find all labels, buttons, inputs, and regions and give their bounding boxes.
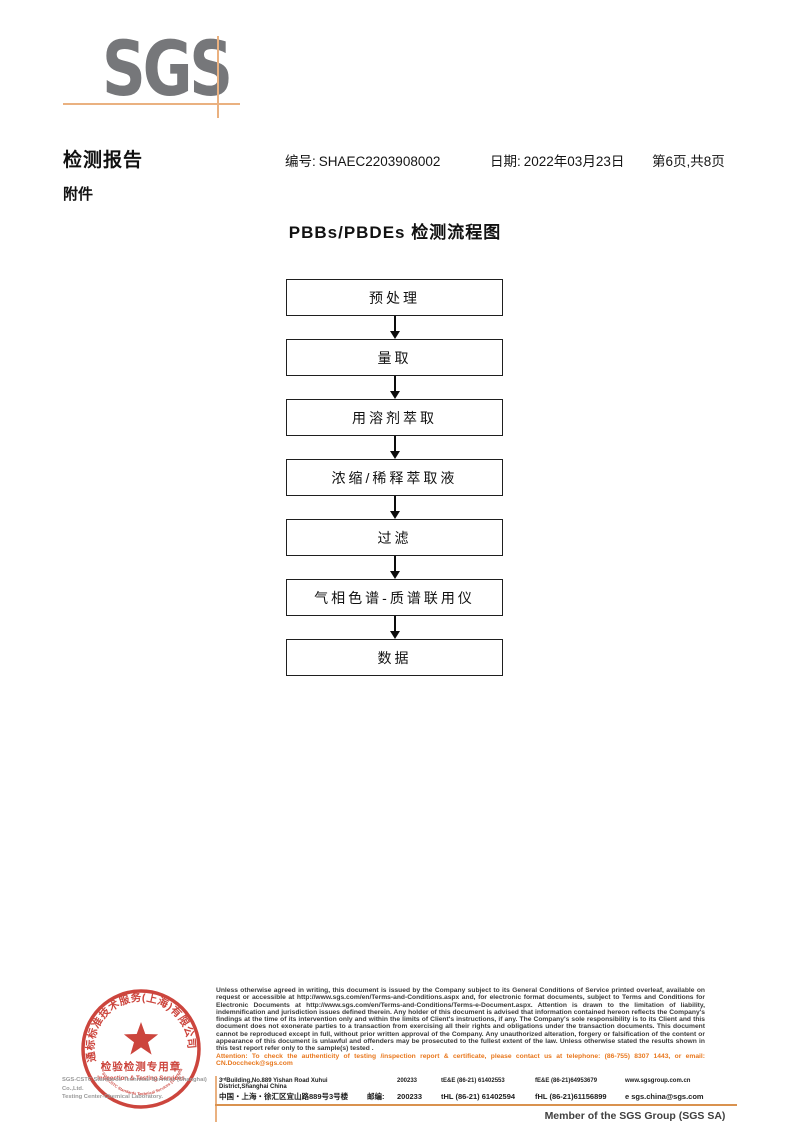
company-name-line2: Testing Center-Chemical Laboratory. (62, 1094, 163, 1100)
logo-horizontal-line (63, 103, 240, 105)
postcode-en: 200233 (397, 1078, 418, 1084)
company-name-block: SGS-CSTC Standards Technical Services (S… (62, 1076, 222, 1102)
footer-horizontal-line (215, 1104, 737, 1106)
flow-arrow-down-icon (286, 556, 503, 579)
flow-step-box: 预处理 (286, 279, 503, 316)
flow-arrow-down-icon (286, 316, 503, 339)
report-number-label: 编号: (285, 154, 316, 169)
address-cn: 中国・上海・徐汇区宜山路889号3号楼 (219, 1092, 349, 1101)
report-date: 日期:2022年03月23日 (490, 150, 624, 170)
fax-en: fE&E (86-21)64953679 (535, 1078, 598, 1084)
postcode-cn: 200233 (397, 1092, 423, 1101)
postcode-label: 邮编: (367, 1092, 385, 1101)
email: e sgs.china@sgs.com (625, 1092, 704, 1101)
flow-step-box: 量取 (286, 339, 503, 376)
address-row-en: 3ʳᵈBuilding,No.889 Yishan Road Xuhui Dis… (219, 1078, 719, 1091)
flow-arrow-down-icon (286, 616, 503, 639)
phone-en: tE&E (86-21) 61402553 (441, 1078, 505, 1084)
attention-text: Attention: To check the authenticity of … (216, 1052, 705, 1067)
inspection-stamp-icon: 通标标准技术服务(上海)有限公司 SGS-CSTC Standards Tech… (76, 984, 201, 1109)
flow-arrow-down-icon (286, 436, 503, 459)
flowchart-title: PBBs/PBDEs 检测流程图 (288, 223, 502, 242)
flow-arrow-down-icon (286, 496, 503, 519)
sgs-logo: SGS (102, 24, 233, 113)
address-divider-line (215, 1076, 217, 1122)
website: www.sgsgroup.com.cn (625, 1078, 691, 1084)
logo-vertical-line (217, 36, 219, 118)
flow-arrow-down-icon (286, 376, 503, 399)
stamp-seal-title: 检验检测专用章 (101, 1060, 182, 1073)
flow-step-box: 浓缩/稀释萃取液 (286, 459, 503, 496)
address-row-cn: 中国・上海・徐汇区宜山路889号3号楼 邮编: 200233 tHL (86-2… (219, 1091, 719, 1104)
report-number: 编号:SHAEC2203908002 (285, 150, 440, 170)
stamp-star-icon (123, 1022, 159, 1055)
flowchart: 预处理 量取 用溶剂萃取 浓缩/稀释萃取液 过滤 气相色谱-质谱联用仪 数据 (286, 279, 503, 676)
member-of-sgs-text: Member of the SGS Group (SGS SA) (544, 1110, 726, 1122)
address-block: 3ʳᵈBuilding,No.889 Yishan Road Xuhui Dis… (219, 1078, 719, 1104)
legal-text-block: Unless otherwise agreed in writing, this… (216, 987, 705, 1067)
report-date-value: 2022年03月23日 (523, 154, 625, 169)
legal-terms-text: Unless otherwise agreed in writing, this… (216, 987, 705, 1053)
flow-step-box: 用溶剂萃取 (286, 399, 503, 436)
report-title: 检测报告 (63, 150, 144, 171)
flow-step-box: 气相色谱-质谱联用仪 (286, 579, 503, 616)
flow-step-box: 数据 (286, 639, 503, 676)
report-date-label: 日期: (490, 154, 521, 169)
fax-cn: fHL (86-21)61156899 (535, 1092, 607, 1101)
phone-cn: tHL (86-21) 61402594 (441, 1092, 516, 1101)
report-number-value: SHAEC2203908002 (318, 154, 441, 169)
company-name-line1: SGS-CSTC Standards Technical Services (S… (62, 1077, 207, 1092)
attachment-label: 附件 (63, 186, 94, 203)
page-indicator: 第6页,共8页 (652, 154, 725, 169)
flow-step-box: 过滤 (286, 519, 503, 556)
stamp-seal-subtitle: Inspection & Testing Services (97, 1075, 185, 1082)
address-en: 3ʳᵈBuilding,No.889 Yishan Road Xuhui Dis… (219, 1078, 328, 1090)
